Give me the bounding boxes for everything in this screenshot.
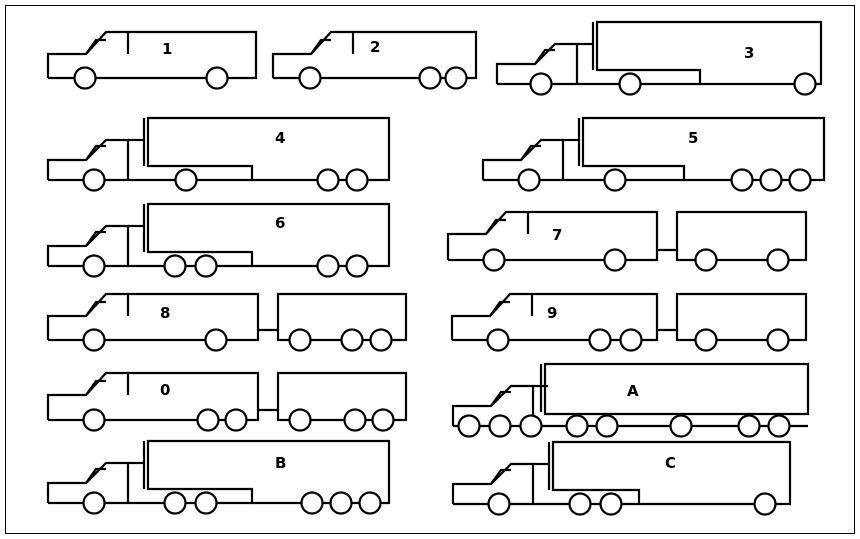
wheel: [795, 74, 816, 95]
wheel: [605, 170, 626, 191]
wheel: [84, 410, 105, 431]
wheel: [621, 330, 642, 351]
wheel: [620, 74, 641, 95]
wheel: [84, 170, 105, 191]
wheel: [790, 170, 811, 191]
wheel: [196, 493, 217, 514]
wheel: [768, 330, 789, 351]
vehicle-6: 6: [48, 204, 389, 277]
wheel: [739, 416, 760, 437]
wheel: [671, 416, 692, 437]
wheel: [567, 416, 588, 437]
wheel: [696, 330, 717, 351]
wheel: [300, 68, 321, 89]
vehicle-label: 5: [688, 129, 698, 147]
wheel: [732, 170, 753, 191]
wheel: [446, 68, 467, 89]
vehicle-C: C: [453, 442, 790, 515]
vehicle-1: 1: [48, 32, 256, 89]
vehicle-5: 5: [483, 118, 824, 191]
wheel: [484, 250, 505, 271]
vehicle-9: 9: [452, 294, 806, 351]
wheel: [769, 416, 790, 437]
vehicle-label: 4: [275, 129, 285, 147]
wheel: [755, 494, 776, 515]
wheel: [570, 494, 591, 515]
wheel: [75, 68, 96, 89]
wheel: [420, 68, 441, 89]
wheel: [521, 416, 542, 437]
wheel: [489, 494, 510, 515]
wheel: [371, 330, 392, 351]
wheel: [207, 68, 228, 89]
wheel: [290, 410, 311, 431]
vehicle-B: B: [48, 441, 389, 514]
vehicle-label: 6: [275, 214, 285, 232]
wheel: [488, 330, 509, 351]
vehicle-label: 1: [162, 40, 172, 58]
wheel: [342, 330, 363, 351]
vehicle-A: A: [453, 364, 808, 437]
vehicle-8: 8: [48, 294, 406, 351]
vehicle-label: 2: [370, 38, 380, 56]
wheel: [165, 493, 186, 514]
vehicle-0: 0: [48, 373, 406, 431]
wheel: [318, 256, 339, 277]
wheel: [768, 250, 789, 271]
wheel: [165, 256, 186, 277]
wheel: [531, 74, 552, 95]
wheel: [84, 493, 105, 514]
vehicle-label: 7: [552, 226, 562, 244]
wheel: [198, 410, 219, 431]
vehicle-4: 4: [48, 118, 389, 191]
wheel: [590, 330, 611, 351]
vehicle-label: 0: [160, 381, 170, 399]
wheel: [360, 493, 381, 514]
wheel: [490, 416, 511, 437]
vehicle-label: B: [275, 454, 286, 472]
wheel: [345, 410, 366, 431]
wheel: [696, 250, 717, 271]
trailer-box: [148, 441, 389, 503]
wheel: [302, 493, 323, 514]
vehicle-label: C: [665, 454, 676, 472]
wheel: [761, 170, 782, 191]
truck-body: [48, 373, 258, 420]
vehicle-label: A: [627, 382, 639, 400]
wheel: [601, 494, 622, 515]
trailer-box: [545, 364, 808, 414]
vehicle-label: 8: [160, 304, 170, 322]
wheel: [373, 410, 394, 431]
wheel: [176, 170, 197, 191]
wheel: [347, 170, 368, 191]
vehicle-2: 2: [273, 32, 476, 89]
wheel: [84, 256, 105, 277]
vehicle-label: 3: [744, 44, 754, 62]
wheel: [290, 330, 311, 351]
wheel: [605, 250, 626, 271]
trailer-box: [553, 442, 790, 504]
wheel: [459, 416, 480, 437]
wheel: [318, 170, 339, 191]
wheel: [84, 330, 105, 351]
wheel: [519, 170, 540, 191]
wheel: [331, 493, 352, 514]
vehicle-label: 9: [547, 304, 557, 322]
wheel: [226, 410, 247, 431]
vehicle-3: 3: [497, 22, 821, 95]
vehicle-7: 7: [448, 212, 806, 271]
truck-body: [48, 294, 258, 340]
wheel: [206, 330, 227, 351]
wheel: [196, 256, 217, 277]
wheel: [347, 256, 368, 277]
wheel: [597, 416, 618, 437]
